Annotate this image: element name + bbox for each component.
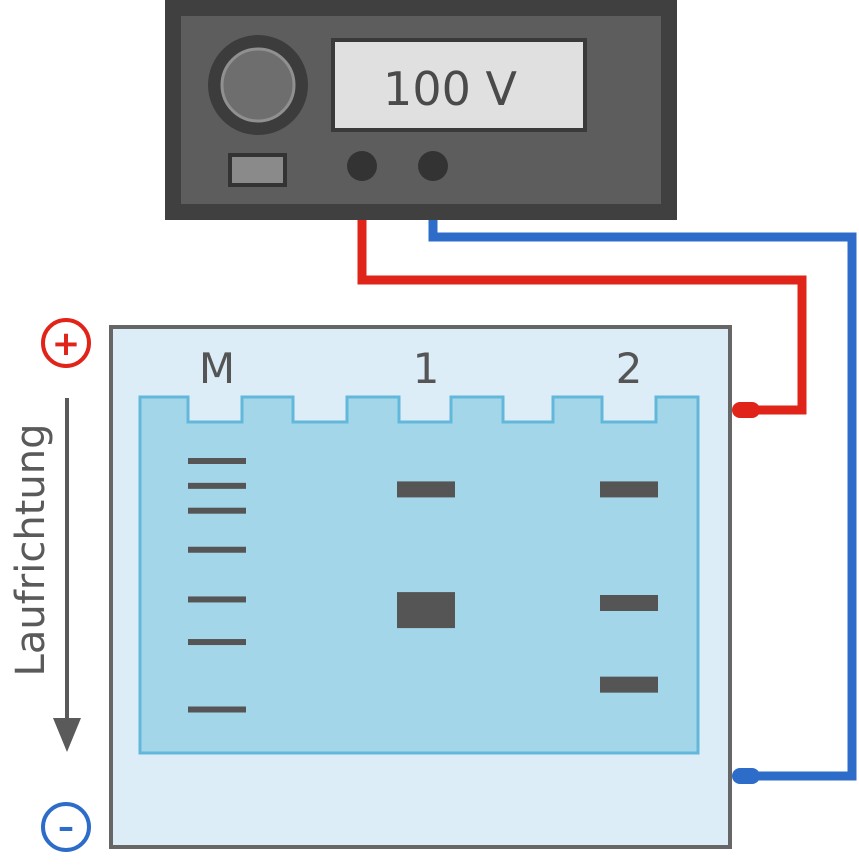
- positive-wire: [357, 166, 807, 415]
- minus-symbol: –: [58, 808, 74, 846]
- band-lane-m-5: [188, 596, 246, 603]
- power-supply: 100 V: [165, 0, 677, 220]
- band-lane-m-1: [188, 458, 246, 464]
- band-lane-2-3: [600, 676, 658, 693]
- power-knob-inner[interactable]: [220, 47, 296, 123]
- power-switch[interactable]: [228, 153, 287, 187]
- band-lane-1-1: [397, 481, 455, 498]
- gel-slab: [138, 395, 700, 755]
- band-lane-m-6: [188, 639, 246, 646]
- direction-arrow: Laufrichtung: [8, 398, 81, 752]
- band-lane-2-2: [600, 595, 658, 611]
- lane-label-2: 2: [616, 344, 643, 393]
- positive-socket: [347, 151, 377, 181]
- plus-electrode: +: [41, 318, 91, 368]
- minus-electrode: –: [41, 802, 91, 852]
- plus-circle: [41, 318, 91, 368]
- negative-plug: [732, 768, 760, 784]
- band-lane-m-4: [188, 546, 246, 553]
- lane-label-1: 1: [413, 344, 440, 393]
- band-lane-m-3: [188, 507, 246, 514]
- negative-socket: [418, 151, 448, 181]
- band-lane-m-2: [188, 482, 246, 489]
- band-lane-1-2: [397, 592, 455, 629]
- band-lane-m-7: [188, 706, 246, 713]
- direction-arrow-head: [53, 718, 81, 752]
- direction-label: Laufrichtung: [8, 424, 54, 677]
- positive-plug: [732, 402, 760, 418]
- lane-label-m: M: [199, 344, 235, 393]
- plus-symbol: +: [52, 324, 81, 364]
- minus-circle: [41, 802, 91, 852]
- display-screen: [331, 38, 587, 132]
- voltage-readout: 100 V: [383, 62, 517, 116]
- band-lane-2-1: [600, 481, 658, 498]
